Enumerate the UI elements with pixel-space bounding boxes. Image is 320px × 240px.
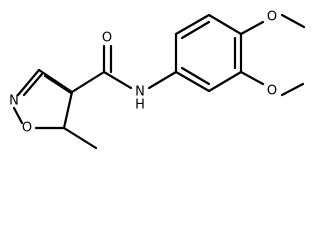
carboxamide-group [70,44,178,94]
bond-ar5-ar6 [207,70,243,93]
bond-ar6-ar1 [174,70,211,93]
methoxy-bottom [239,70,305,97]
bond-ar2-ar3 [174,13,211,36]
bond-ar5-o-bottom [239,70,265,86]
bond-n2-c3-inner [22,72,44,97]
isoxazole-ring [12,68,74,130]
bond-carbonyl-n [102,70,133,90]
bond-c4-c5 [62,90,74,130]
bond-c3-c4-inner [43,74,73,95]
atom-label-amide-n: N [135,85,145,100]
bond-o1-n2 [12,106,24,125]
bond-c4-carbonyl [70,70,106,94]
atom-label-ring-n: N [9,94,19,109]
bond-o-top-methyl [280,13,306,29]
bond-ar6-ar1-inner [180,66,211,86]
molecule-canvas: O N H N O O O [9,10,306,150]
bond-ar2-ar3-inner [180,20,211,40]
atom-label-ring-o: O [22,121,32,136]
structure-diagram: O N H N O O O [9,10,306,150]
bond-n2-c3 [16,68,41,97]
benzene-ring [174,13,243,93]
atom-label-ome-bottom-o: O [267,84,277,99]
atom-label-ome-top-o: O [267,10,277,25]
bond-ar3-ar4 [207,13,243,36]
bond-o-bottom-methyl [280,82,305,97]
atom-label-amide-h: H [135,98,145,113]
atom-label-amide-o: O [102,31,112,46]
bond-c3-c4 [37,68,74,94]
bond-n-aryl [147,70,178,90]
bond-ar4-o-top [239,20,265,36]
methoxy-top [239,13,306,36]
bond-c5-methyl [62,126,98,150]
